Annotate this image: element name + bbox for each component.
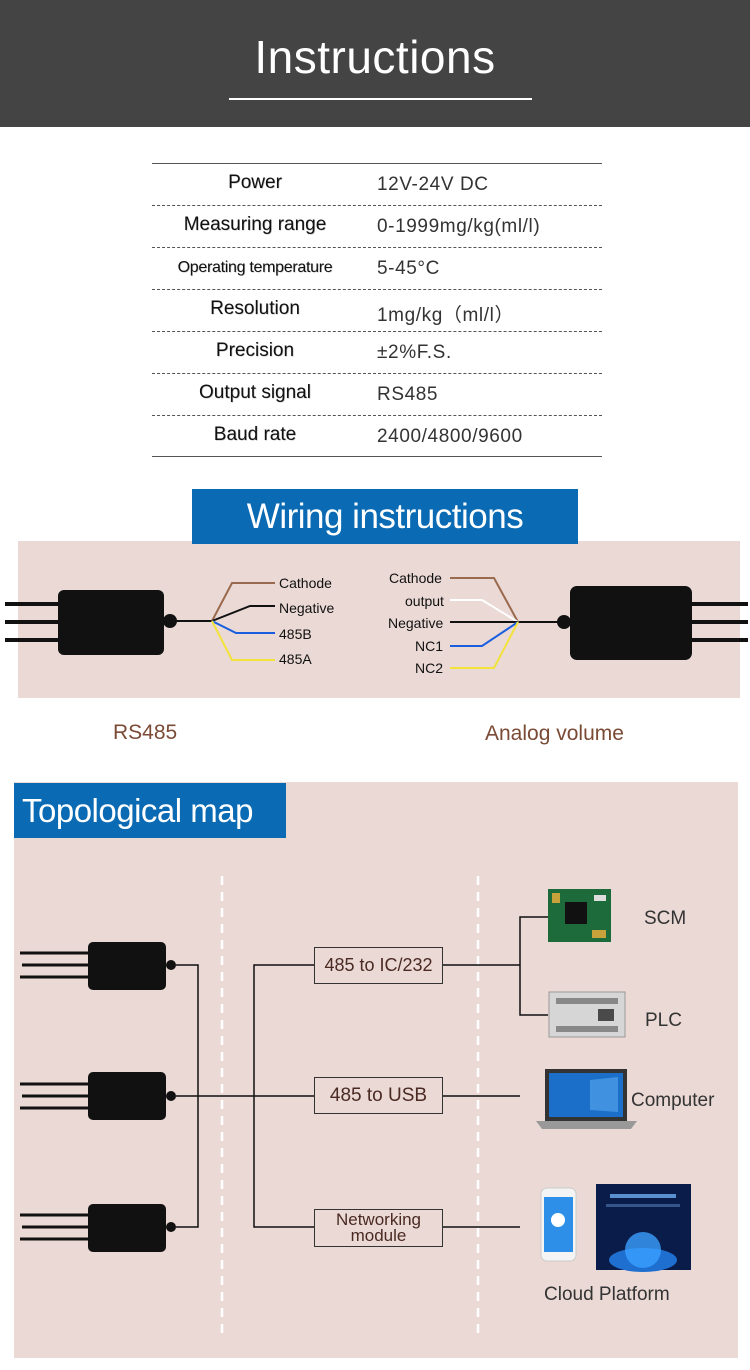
rs485-to-ic232-label: 485 to IC/232 bbox=[324, 955, 433, 975]
plc-label: PLC bbox=[645, 1010, 682, 1031]
spec-row: Output signal RS485 bbox=[152, 373, 602, 415]
rs485-to-ic232-box: 485 to IC/232 bbox=[314, 947, 443, 984]
spec-label: Output signal bbox=[199, 382, 311, 403]
spec-value: ±2%F.S. bbox=[377, 342, 452, 363]
networking-module-box: Networking module bbox=[314, 1209, 443, 1247]
spec-row: Operating temperature 5-45°C bbox=[152, 247, 602, 289]
analog-sensor-icon bbox=[557, 586, 748, 660]
spec-label: Resolution bbox=[210, 298, 300, 319]
analog-caption: Analog volume bbox=[485, 722, 624, 745]
rs485-sensor-icon bbox=[5, 590, 177, 655]
networking-module-label: Networking module bbox=[335, 1210, 422, 1245]
computer-label: Computer bbox=[631, 1090, 715, 1111]
analog-wire-label: output bbox=[405, 593, 444, 609]
spec-label: Baud rate bbox=[213, 424, 297, 445]
rs485-wire-label: 485A bbox=[279, 651, 312, 667]
spec-label: Operating temperature bbox=[177, 259, 333, 276]
analog-wire-label: Cathode bbox=[389, 570, 442, 586]
analog-wire-label: NC2 bbox=[415, 660, 444, 676]
rs485-wire-label: Negative bbox=[279, 600, 335, 616]
page-title: Instructions bbox=[254, 31, 496, 83]
analog-wire-label: Negative bbox=[388, 615, 444, 631]
spec-value: RS485 bbox=[377, 384, 439, 405]
wiring-diagram bbox=[5, 577, 748, 669]
rs485-wire-label: Cathode bbox=[279, 575, 332, 591]
spec-label: Power bbox=[228, 172, 282, 193]
analog-wire-fan bbox=[450, 577, 519, 669]
topology-banner: Topological map bbox=[14, 783, 286, 838]
spec-value: 0-1999mg/kg(ml/l) bbox=[377, 216, 541, 237]
spec-value: 12V-24V DC bbox=[377, 174, 489, 195]
scm-label: SCM bbox=[644, 908, 687, 929]
rs485-wire-fan bbox=[211, 582, 275, 661]
spec-value: 1mg/kg（ml/l） bbox=[377, 305, 515, 326]
wiring-banner: Wiring instructions bbox=[192, 489, 578, 544]
spec-row: Precision ±2%F.S. bbox=[152, 331, 602, 373]
rs485-to-usb-box: 485 to USB bbox=[314, 1077, 443, 1114]
spec-label: Precision bbox=[215, 340, 295, 361]
header-bar: Instructions bbox=[0, 0, 750, 127]
spec-label: Measuring range bbox=[183, 214, 327, 235]
spec-value: 5-45°C bbox=[377, 258, 440, 279]
spec-row: Baud rate 2400/4800/9600 bbox=[152, 415, 602, 457]
topology-title: Topological map bbox=[22, 792, 253, 829]
rs485-to-usb-label: 485 to USB bbox=[329, 1085, 428, 1106]
spec-row: Measuring range 0-1999mg/kg(ml/l) bbox=[152, 205, 602, 247]
rs485-wire-label: 485B bbox=[279, 626, 312, 642]
spec-row: Power 12V-24V DC bbox=[152, 163, 602, 205]
spec-table: Power 12V-24V DC Measuring range 0-1999m… bbox=[152, 163, 602, 457]
analog-wire-label: NC1 bbox=[415, 638, 444, 654]
topology-panel bbox=[14, 782, 738, 1358]
cloud-platform-label: Cloud Platform bbox=[544, 1284, 670, 1305]
rs485-caption: RS485 bbox=[113, 721, 178, 744]
spec-row: Resolution 1mg/kg（ml/l） bbox=[152, 289, 602, 331]
title-underline bbox=[229, 98, 532, 100]
wiring-title: Wiring instructions bbox=[246, 497, 524, 536]
spec-value: 2400/4800/9600 bbox=[377, 426, 523, 447]
